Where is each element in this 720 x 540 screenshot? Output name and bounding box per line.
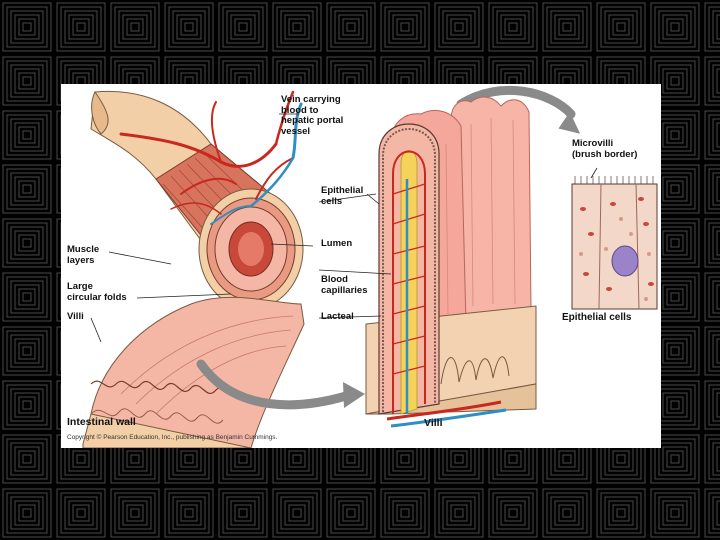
label-epithelial-cells-panel: Epithelial cells: [562, 312, 632, 323]
caption-intestinal-wall: Intestinal wall: [67, 416, 136, 428]
label-villi: Villi: [67, 311, 84, 322]
tube-blood-vessels: [119, 90, 303, 225]
label-lacteal: Lacteal: [321, 311, 354, 322]
caption-villi: Villi: [424, 417, 443, 429]
label-lumen: Lumen: [321, 238, 353, 249]
label-muscle-layers: Muscle layers: [67, 244, 100, 266]
intestine-diagram-panel: Vein carrying blood to hepatic portal ve…: [61, 84, 661, 448]
arrow-head-top: [558, 111, 581, 134]
label-vein: Vein carrying blood to hepatic portal ve…: [281, 94, 344, 137]
villi-section: [365, 96, 537, 428]
arrow-head-bottom: [343, 382, 365, 408]
zoom-arrows: [196, 85, 576, 410]
leader-lines: [90, 113, 598, 343]
epithelial-cells-panel: [571, 176, 658, 310]
label-large-circular-folds: Large circular folds: [67, 281, 127, 303]
diagram-artwork: [82, 85, 658, 448]
label-blood-capillaries: Blood capillaries: [321, 274, 368, 296]
label-microvilli: Microvilli (brush border): [572, 138, 638, 160]
label-epithelial-cells: Epithelial cells: [321, 185, 364, 207]
intestinal-tube: [82, 90, 305, 448]
copyright-notice: Copyright © Pearson Education, Inc., pub…: [67, 434, 278, 441]
